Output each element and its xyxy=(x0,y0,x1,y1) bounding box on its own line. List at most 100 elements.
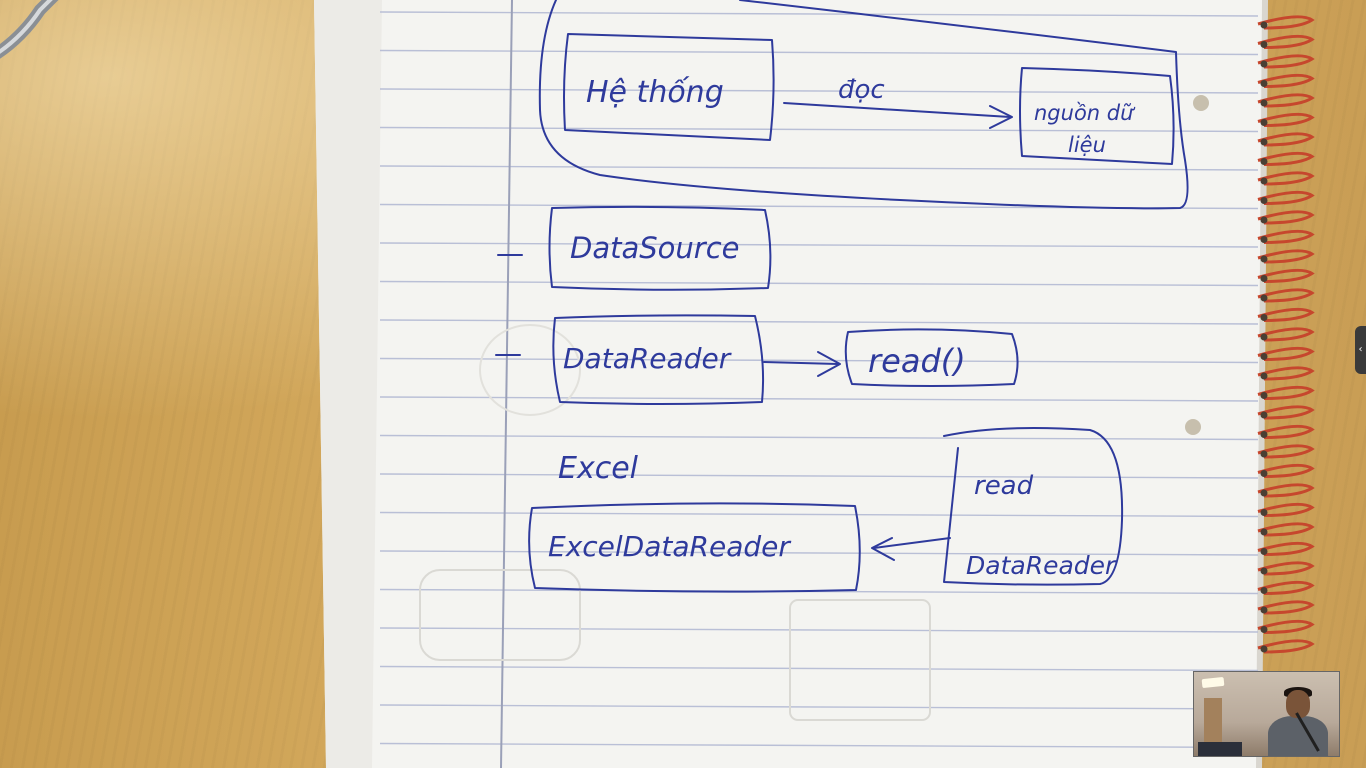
spiral-hole xyxy=(1260,567,1268,575)
read-method-box xyxy=(844,328,1019,387)
punch-hole xyxy=(1185,419,1201,435)
rule-line xyxy=(379,473,1259,479)
rule-line xyxy=(379,511,1259,518)
datareader-label: DataReader xyxy=(563,342,732,375)
read-method-label: read() xyxy=(868,342,966,380)
rule-line xyxy=(379,434,1259,441)
spiral-coil xyxy=(1257,151,1315,166)
rule-line xyxy=(379,704,1259,710)
datareader-box xyxy=(552,314,765,405)
spiral-hole xyxy=(1260,255,1268,263)
person-body xyxy=(1268,716,1328,756)
spiral-hole xyxy=(1260,197,1268,204)
nguon-du-lieu-label-line1: nguồn dữ xyxy=(1034,101,1136,125)
he-thong-box xyxy=(563,33,775,141)
spiral-coil xyxy=(1257,307,1315,322)
spiral-hole xyxy=(1260,158,1268,165)
spiral-coil xyxy=(1257,385,1315,400)
spiral-coil xyxy=(1257,171,1315,186)
spiral-coil xyxy=(1257,190,1315,205)
margin-line xyxy=(500,0,513,768)
spiral-coil xyxy=(1257,327,1315,342)
spiral-coil xyxy=(1257,580,1315,595)
spiral-coil xyxy=(1257,483,1315,498)
spiral-coil xyxy=(1257,73,1315,88)
spiral-coil xyxy=(1257,229,1315,244)
rule-line xyxy=(379,665,1259,672)
webcam-thumbnail[interactable] xyxy=(1193,671,1340,757)
spiral-hole xyxy=(1260,294,1268,302)
spiral-coil xyxy=(1257,600,1315,615)
rule-line xyxy=(379,550,1259,556)
spiral-coil xyxy=(1257,54,1315,69)
spiral-coil xyxy=(1257,249,1315,264)
rule-line xyxy=(379,396,1259,402)
rule-line xyxy=(379,242,1259,248)
spiral-hole xyxy=(1260,177,1268,185)
spiral-hole xyxy=(1260,275,1268,282)
spiral-hole xyxy=(1260,21,1268,29)
spiral-coil xyxy=(1257,34,1315,49)
spiral-hole xyxy=(1260,626,1268,633)
spiral-coil xyxy=(1257,405,1315,420)
interface-datareader-label: DataReader xyxy=(966,551,1117,580)
spiral-coil xyxy=(1257,132,1315,147)
spiral-hole xyxy=(1260,314,1268,321)
interface-box xyxy=(943,427,1124,586)
rule-line xyxy=(379,126,1259,133)
spiral-hole xyxy=(1260,392,1268,399)
spiral-hole xyxy=(1260,60,1268,68)
spiral-hole xyxy=(1260,236,1268,243)
paper xyxy=(314,0,1262,768)
monitor xyxy=(1198,742,1242,756)
spiral-hole xyxy=(1260,431,1268,438)
spiral-hole xyxy=(1260,528,1268,536)
spiral-coil xyxy=(1257,424,1315,439)
spiral-hole xyxy=(1260,333,1268,341)
spiral-hole xyxy=(1260,489,1268,497)
spiral-hole xyxy=(1260,119,1268,126)
nguon-du-lieu-label-line2: liệu xyxy=(1068,133,1106,157)
ceiling-light xyxy=(1201,676,1225,689)
spiral-binding xyxy=(1257,15,1315,654)
spiral-coil xyxy=(1257,288,1315,303)
he-thong-label: Hệ thống xyxy=(586,75,724,110)
spiral-hole xyxy=(1260,548,1268,555)
spiral-hole xyxy=(1260,138,1268,146)
spiral-coil xyxy=(1257,619,1315,634)
doc-label: đọc xyxy=(838,75,885,105)
spiral-hole xyxy=(1260,41,1268,48)
datasource-label: DataSource xyxy=(570,231,739,265)
spiral-coil xyxy=(1257,561,1315,576)
spiral-coil xyxy=(1257,112,1315,127)
spiral-coil xyxy=(1257,639,1315,654)
spiral-hole xyxy=(1260,606,1268,614)
spiral-hole xyxy=(1260,411,1268,419)
spiral-hole xyxy=(1260,80,1268,87)
rule-line xyxy=(379,165,1259,171)
spiral-hole xyxy=(1260,470,1268,477)
spiral-hole xyxy=(1260,353,1268,360)
rule-line xyxy=(379,280,1259,287)
implements-arrow xyxy=(873,537,951,549)
chevron-left-icon[interactable]: ‹ xyxy=(1355,326,1366,374)
spiral-coil xyxy=(1257,444,1315,459)
rule-line xyxy=(379,88,1259,94)
punch-hole xyxy=(1193,95,1209,111)
read-arrow xyxy=(763,361,839,365)
spiral-hole xyxy=(1260,99,1268,107)
spiral-coil xyxy=(1257,15,1315,30)
spiral-hole xyxy=(1260,587,1268,594)
spiral-coil xyxy=(1257,93,1315,108)
rule-line xyxy=(379,319,1259,325)
rule-line xyxy=(379,627,1259,633)
spiral-coil xyxy=(1257,502,1315,517)
excel-label: Excel xyxy=(558,451,639,486)
doc-arrowhead xyxy=(989,105,1013,129)
doc-arrow xyxy=(783,102,1011,118)
spiral-hole xyxy=(1260,645,1268,653)
rule-line xyxy=(379,11,1259,17)
door xyxy=(1204,698,1222,748)
spiral-coil xyxy=(1257,522,1315,537)
